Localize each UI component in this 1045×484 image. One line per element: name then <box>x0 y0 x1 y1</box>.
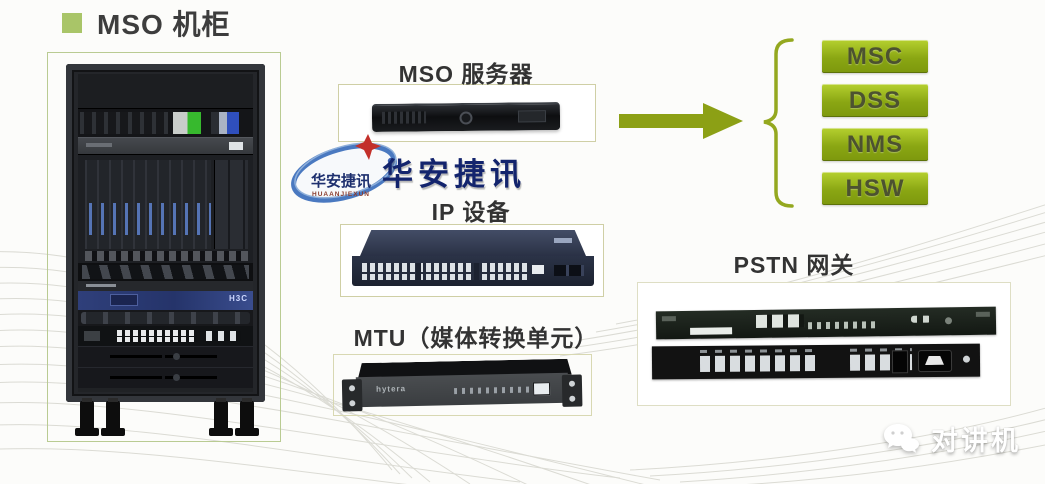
logo-seal-en: HUAANJIEXUN <box>312 191 370 198</box>
switch-top-face <box>360 230 586 256</box>
mtu-rack-ear <box>341 379 363 412</box>
pstn1-led-labels <box>807 321 879 330</box>
huaanjiexun-logo-icon: 华安捷讯 HUAANJIEXUN <box>291 134 397 203</box>
pstn-device-bottom <box>651 343 981 380</box>
rack-blue-module <box>211 112 239 134</box>
mtu-box <box>333 354 592 416</box>
rack-frame-box <box>47 52 281 442</box>
rack-green-indicator <box>172 112 201 134</box>
ip-device-label: IP 设备 <box>431 199 511 225</box>
pstn-device-top <box>655 306 997 340</box>
mtu-brand-label: hytera <box>375 384 407 394</box>
cage-controller-modules <box>213 160 248 249</box>
pstn-gateway-box <box>637 282 1011 406</box>
pstn2-screw <box>962 355 971 363</box>
page-title: MSO 机柜 <box>97 9 231 40</box>
mtu-label: MTU（媒体转换单元） <box>353 325 599 351</box>
mtu-device: hytera <box>341 358 583 413</box>
blade-card-stripes <box>85 202 211 235</box>
switch-uplink-ports <box>205 331 241 341</box>
rack-h3c-router: H3C <box>78 291 253 310</box>
module-chip-msc: MSC <box>822 40 928 73</box>
switch-48-ports <box>362 263 530 280</box>
pstn-gateway-label: PSTN 网关 <box>733 252 855 278</box>
server-vent <box>381 111 427 124</box>
pstn2-port-labels <box>699 348 818 354</box>
rack-foot <box>75 398 99 436</box>
mso-server-label: MSO 服务器 <box>398 61 534 87</box>
logo-seal-cn: 华安捷讯 <box>311 172 371 190</box>
watermark: 对讲机 <box>882 419 1021 458</box>
module-chip-hsw: HSW <box>822 172 928 205</box>
pstn1-leds <box>910 315 932 323</box>
rack-foot <box>101 398 125 436</box>
pstn2-power-inlet <box>917 349 953 373</box>
h3c-brand-label: H3C <box>228 294 248 303</box>
pstn1-rj45-ports <box>755 314 805 328</box>
mso-server-device <box>371 102 561 132</box>
huaanjiexun-wordmark: 华安捷讯 <box>382 157 526 192</box>
module-chip-nms: NMS <box>822 128 928 161</box>
rack-cable-manager <box>78 310 253 326</box>
pstn1-sticker <box>690 327 733 335</box>
server-drive-tab <box>517 110 547 123</box>
rack-blank-panel <box>78 74 253 109</box>
rack-card-cage <box>78 154 253 263</box>
ip-switch-device <box>352 230 594 290</box>
rack-connector-row <box>78 263 253 281</box>
title-bullet-square <box>62 13 82 33</box>
switch-front-face <box>352 256 594 286</box>
switch-port-block <box>116 330 197 342</box>
rack-24port-switch <box>78 326 253 346</box>
pstn2-power-switch <box>891 350 909 374</box>
rack-drive-unit-2 <box>78 367 253 388</box>
rack-1u-server <box>78 137 253 154</box>
rack-units: H3C <box>78 74 253 392</box>
rack-foot <box>209 398 233 436</box>
rack-io-unit <box>78 109 253 137</box>
module-chip-dss: DSS <box>822 84 928 117</box>
mtu-rack-ear <box>561 374 583 407</box>
wechat-bubbles-icon <box>884 423 919 453</box>
rack-foot <box>235 398 259 436</box>
mso-rack-cabinet: H3C <box>66 64 265 402</box>
flow-arrow-icon <box>619 103 743 139</box>
rack-label-panel <box>78 281 253 291</box>
watermark-text: 对讲机 <box>931 426 1021 456</box>
port-group-gap <box>416 263 421 280</box>
switch-console-sfp <box>532 265 584 279</box>
pstn1-screw <box>944 317 953 325</box>
mtu-port <box>532 382 551 396</box>
cage-handles <box>85 251 248 261</box>
pstn2-line-ports <box>699 354 819 373</box>
port-group-gap <box>474 263 479 280</box>
rack-empty-space <box>78 388 253 392</box>
logo-star <box>355 134 381 160</box>
rack-drive-unit-1 <box>78 346 253 367</box>
brace-bracket-icon <box>763 38 794 208</box>
